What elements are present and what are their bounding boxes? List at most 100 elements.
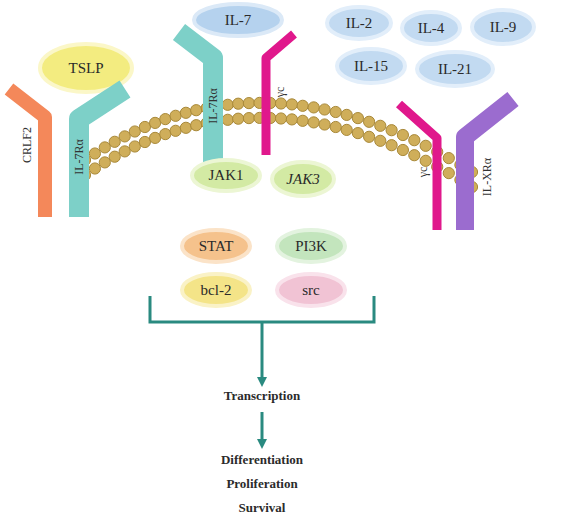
receptor-name: γc	[273, 87, 288, 98]
lipid-bead	[364, 116, 375, 127]
cytokine-ellipse: IL-9	[470, 8, 536, 46]
cytokine-ellipse: IL-21	[415, 50, 495, 88]
lipid-bead	[109, 136, 120, 147]
lipid-bead	[375, 120, 386, 131]
lipid-bead	[364, 131, 375, 142]
lipid-bead	[160, 129, 171, 140]
signal-molecule: src	[275, 272, 347, 308]
lipid-bead	[99, 142, 110, 153]
receptor-name: CRLF2	[20, 127, 35, 163]
outcome-label: Proliferation	[152, 476, 372, 492]
molecule-name: src	[302, 282, 320, 299]
lipid-bead	[319, 104, 330, 115]
lipid-bead	[409, 150, 420, 161]
lipid-bead	[180, 122, 191, 133]
molecule-name: IL-4	[418, 20, 445, 37]
receptor-chain: IL-XRα	[445, 95, 520, 235]
receptor-chain: γc	[395, 100, 455, 235]
cytokine-ellipse: IL-15	[335, 47, 407, 85]
lipid-bead	[330, 121, 341, 132]
lipid-bead	[139, 121, 150, 132]
lipid-bead	[170, 110, 181, 121]
lipid-bead	[286, 114, 297, 125]
signal-molecule: STAT	[180, 228, 252, 264]
flow-arrow	[261, 412, 264, 444]
lipid-bead	[308, 102, 319, 113]
cytokine-ellipse: IL-7	[192, 2, 284, 38]
receptor-chain: γc	[250, 30, 300, 160]
lipid-bead	[386, 140, 397, 151]
flow-arrow	[261, 322, 264, 382]
lipid-bead	[150, 132, 161, 143]
signal-molecule: PI3K	[275, 228, 347, 264]
molecule-name: bcl-2	[201, 282, 232, 299]
signal-molecule: JAK1	[190, 158, 262, 193]
lipid-bead	[386, 125, 397, 136]
molecule-name: JAK3	[286, 171, 319, 188]
receptor-name: IL-7Rα	[206, 88, 221, 124]
receptor-chain: IL-7Rα	[55, 85, 130, 220]
outcome-label: Differentiation	[152, 452, 372, 468]
lipid-bead	[352, 128, 363, 139]
molecule-name: IL-15	[354, 58, 388, 75]
signal-molecule: JAK3	[270, 160, 336, 198]
lipid-bead	[180, 107, 191, 118]
lipid-bead	[243, 113, 254, 124]
lipid-bead	[397, 129, 408, 140]
lipid-bead	[275, 98, 286, 109]
lipid-bead	[352, 113, 363, 124]
molecule-name: STAT	[199, 238, 234, 255]
molecule-name: JAK1	[208, 167, 243, 184]
lipid-bead	[243, 98, 254, 109]
lipid-bead	[222, 114, 233, 125]
lipid-bead	[222, 99, 233, 110]
lipid-bead	[160, 114, 171, 125]
receptor-chain: CRLF2	[5, 85, 65, 220]
lipid-bead	[420, 155, 431, 166]
outcome-label: Transcription	[152, 388, 372, 404]
lipid-bead	[99, 157, 110, 168]
lipid-bead	[89, 148, 100, 159]
lipid-bead	[397, 144, 408, 155]
lipid-bead	[443, 153, 454, 164]
molecule-name: IL-7	[225, 12, 252, 29]
molecule-name: IL-21	[438, 61, 472, 78]
lipid-bead	[170, 125, 181, 136]
lipid-bead	[89, 163, 100, 174]
lipid-bead	[119, 131, 130, 142]
lipid-bead	[308, 117, 319, 128]
lipid-bead	[330, 106, 341, 117]
lipid-bead	[129, 141, 140, 152]
lipid-bead	[233, 98, 244, 109]
lipid-bead	[233, 113, 244, 124]
cytokine-ellipse: IL-2	[325, 5, 393, 41]
receptor-name: IL-XRα	[480, 158, 495, 196]
lipid-bead	[297, 100, 308, 111]
lipid-bead	[129, 126, 140, 137]
lipid-bead	[409, 135, 420, 146]
lipid-bead	[375, 135, 386, 146]
molecule-name: IL-9	[490, 19, 517, 36]
receptor-shape	[55, 85, 130, 220]
lipid-bead	[341, 124, 352, 135]
lipid-bead	[191, 120, 202, 131]
lipid-bead	[443, 168, 454, 179]
receptor-name: IL-7Rα	[72, 139, 87, 175]
lipid-bead	[286, 99, 297, 110]
lipid-bead	[275, 113, 286, 124]
molecule-name: IL-2	[346, 15, 373, 32]
lipid-bead	[191, 105, 202, 116]
lipid-bead	[119, 146, 130, 157]
lipid-bead	[341, 109, 352, 120]
receptor-shape	[5, 85, 65, 220]
cytokine-ellipse: IL-4	[400, 10, 462, 46]
lipid-bead	[297, 115, 308, 126]
molecule-name: PI3K	[295, 238, 327, 255]
lipid-bead	[109, 151, 120, 162]
molecule-name: TSLP	[68, 60, 103, 77]
lipid-bead	[420, 140, 431, 151]
lipid-bead	[150, 117, 161, 128]
lipid-bead	[139, 136, 150, 147]
lipid-bead	[319, 119, 330, 130]
